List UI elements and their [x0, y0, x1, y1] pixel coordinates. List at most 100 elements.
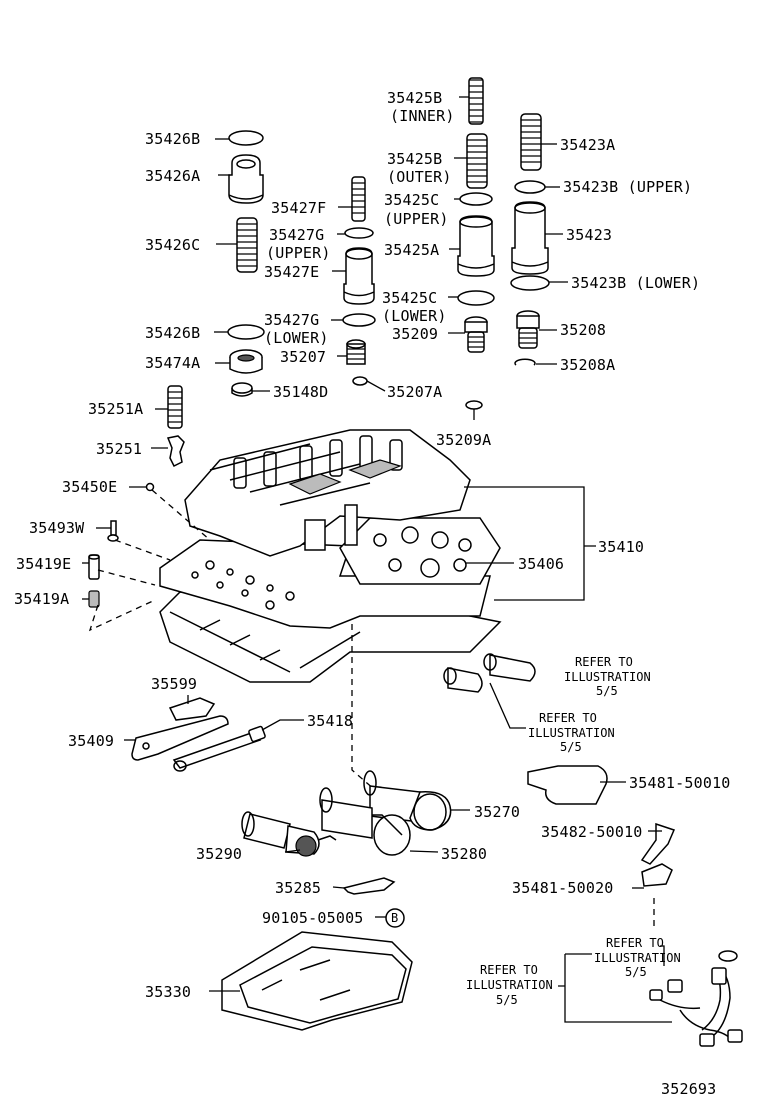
- ring-35425c-upper: [459, 192, 493, 206]
- refer-note-4-line3: 5/5: [496, 993, 518, 1007]
- label-35427e: 35427E: [264, 263, 319, 281]
- part-35251: [166, 435, 185, 468]
- refer-note-4-line2: ILLUSTRATION: [466, 978, 553, 992]
- part-number-labels: 35425B (INNER) 35426B 35423A 35425B (OUT…: [14, 89, 731, 1098]
- bolt-90105-05005: B: [385, 908, 405, 928]
- label-35599: 35599: [151, 675, 197, 693]
- label-35270: 35270: [474, 803, 520, 821]
- bracket-35410: [464, 486, 596, 601]
- label-35285: 35285: [275, 879, 321, 897]
- label-35207: 35207: [280, 348, 326, 366]
- label-35419e: 35419E: [16, 555, 71, 573]
- circle-b-label: B: [391, 911, 398, 925]
- leader-lines: [82, 96, 662, 992]
- ring-35423b-lower: [510, 275, 550, 291]
- part-35409: [131, 715, 229, 761]
- plug-35209: [464, 316, 488, 353]
- label-35409: 35409: [68, 732, 114, 750]
- refer-note-1-line2: ILLUSTRATION: [564, 670, 651, 684]
- label-35425a: 35425A: [384, 241, 439, 259]
- label-35426c: 35426C: [145, 236, 200, 254]
- label-35148d: 35148D: [273, 383, 328, 401]
- plug-35208: [516, 310, 540, 349]
- part-35474a: [229, 349, 263, 374]
- label-35410: 35410: [598, 538, 644, 556]
- spring-35427f: [351, 176, 366, 222]
- label-35330: 35330: [145, 983, 191, 1001]
- part-35148d: [231, 382, 253, 397]
- label-35423: 35423: [566, 226, 612, 244]
- refer-note-3-line1: REFER TO: [606, 936, 664, 950]
- refer-note-4: REFER TO ILLUSTRATION 5/5: [466, 963, 553, 1007]
- label-35280: 35280: [441, 845, 487, 863]
- label-35450e: 35450E: [62, 478, 117, 496]
- ring-35423b-upper: [514, 180, 546, 194]
- label-35493w: 35493W: [29, 519, 85, 537]
- plug-35423: [511, 201, 549, 275]
- part-35481-50010: [527, 765, 608, 805]
- diagram-id: 352693: [661, 1080, 716, 1098]
- refer-note-1-line1: REFER TO: [575, 655, 633, 669]
- part-35419e: [88, 554, 100, 580]
- bracket-refer-bottom: [558, 945, 672, 1023]
- label-35419a: 35419A: [14, 590, 69, 608]
- label-35209: 35209: [392, 325, 438, 343]
- plug-35426a: [228, 154, 264, 204]
- part-35482-50010: [640, 822, 676, 865]
- wiring-harness: [649, 950, 743, 1047]
- label-35425c-upper: 35425C: [384, 191, 439, 209]
- refer-note-3: REFER TO ILLUSTRATION 5/5: [594, 936, 681, 979]
- plug-35427e: [343, 247, 375, 305]
- solenoid-35290: [241, 811, 337, 857]
- label-35426a: 35426A: [145, 167, 200, 185]
- refer-note-4-line1: REFER TO: [480, 963, 538, 977]
- refer-note-2: REFER TO ILLUSTRATION 5/5: [528, 711, 615, 754]
- refer-note-2-line1: REFER TO: [539, 711, 597, 725]
- label-outer: (OUTER): [387, 168, 452, 186]
- plug-35207: [346, 339, 366, 365]
- label-35482-50010: 35482-50010: [541, 823, 643, 841]
- label-35207a: 35207A: [387, 383, 442, 401]
- label-lower-1: (LOWER): [382, 307, 447, 325]
- label-upper-2: (UPPER): [266, 244, 331, 262]
- label-35251a: 35251A: [88, 400, 143, 418]
- part-35418: [172, 725, 266, 772]
- spring-35423a: [520, 113, 542, 171]
- dash-line-center: [351, 624, 376, 791]
- solenoid-35270: [363, 770, 452, 831]
- label-90105-05005: 90105-05005: [262, 909, 364, 927]
- ring-35209a: [465, 400, 483, 410]
- label-35209a: 35209A: [436, 431, 491, 449]
- ring-35207a: [352, 376, 368, 386]
- label-35427g-lower: 35427G: [264, 311, 319, 329]
- label-35406: 35406: [518, 555, 564, 573]
- spring-35425b-inner: [468, 77, 484, 125]
- oil-strainer-35330: [221, 931, 413, 1031]
- spring-35251a: [167, 385, 183, 429]
- solenoid-connector-upper: [443, 653, 536, 693]
- part-35599: [168, 697, 216, 721]
- ring-35426b-bottom: [227, 324, 265, 340]
- ring-35427g-lower: [342, 313, 376, 327]
- label-35427g-upper: 35427G: [269, 226, 324, 244]
- refer-note-3-line3: 5/5: [625, 965, 647, 979]
- clip-35285: [342, 877, 396, 895]
- label-35251: 35251: [96, 440, 142, 458]
- label-35418: 35418: [307, 712, 353, 730]
- valve-body-assembly: [159, 429, 502, 683]
- label-35208a: 35208A: [560, 356, 615, 374]
- spring-35425b-outer: [466, 133, 488, 189]
- label-inner: (INNER): [390, 107, 455, 125]
- label-35208: 35208: [560, 321, 606, 339]
- label-35425b-outer: 35425B: [387, 150, 442, 168]
- label-35423b-lower: 35423B (LOWER): [571, 274, 700, 292]
- ring-35426b-top: [228, 130, 264, 146]
- label-35290: 35290: [196, 845, 242, 863]
- label-35481-50010: 35481-50010: [629, 774, 731, 792]
- refer-note-3-line2: ILLUSTRATION: [594, 951, 681, 965]
- label-35425b-inner: 35425B: [387, 89, 442, 107]
- screw-35493w: [107, 520, 119, 542]
- solenoid-35280: [319, 787, 411, 856]
- label-35423a: 35423A: [560, 136, 615, 154]
